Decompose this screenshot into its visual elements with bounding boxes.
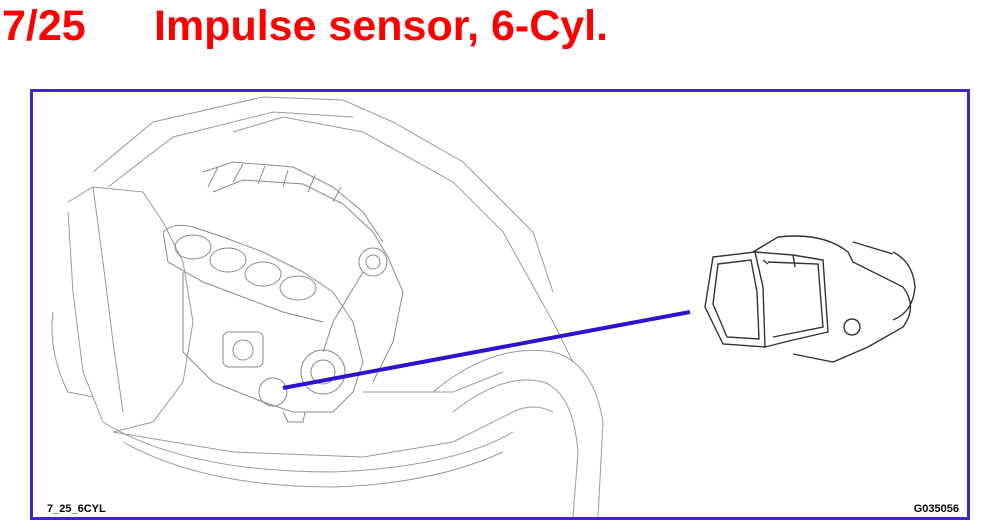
slide-number: 7/25 xyxy=(2,2,86,50)
engine-illustration xyxy=(51,96,916,517)
figure-frame: 7_25_6CYL G035056 xyxy=(30,89,970,520)
figure-code-left: 7_25_6CYL xyxy=(47,503,106,515)
page-title: Impulse sensor, 6-Cyl. xyxy=(154,2,609,50)
car-body-outline xyxy=(51,96,604,517)
leader-line xyxy=(282,310,691,390)
title-row: 7/25 Impulse sensor, 6-Cyl. xyxy=(0,0,981,56)
figure-code-right: G035056 xyxy=(913,503,959,515)
engine-outline xyxy=(162,161,404,423)
impulse-sensor xyxy=(704,235,916,363)
